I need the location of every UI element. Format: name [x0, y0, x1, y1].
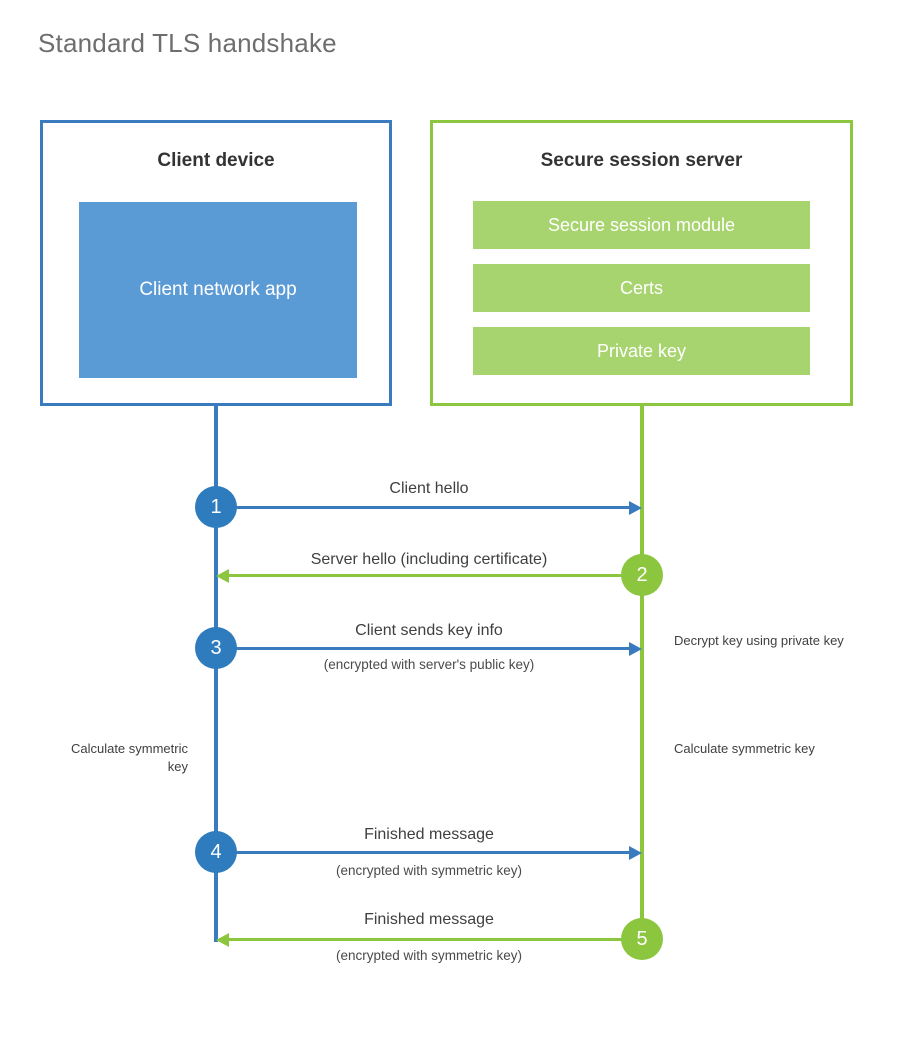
client-device-box: Client device Client network app	[40, 120, 392, 406]
server-component-label: Secure session module	[547, 214, 736, 235]
server-component-label: Certs	[619, 277, 663, 298]
step-4-sublabel: (encrypted with symmetric key)	[335, 863, 523, 878]
step-3-number: 3	[210, 636, 222, 659]
arrow-head-left-icon	[216, 932, 229, 947]
arrow-head-left-icon	[216, 568, 229, 583]
client-device-title: Client device	[157, 150, 275, 171]
step-3-sublabel: (encrypted with server's public key)	[323, 657, 535, 672]
step-5-sublabel: (encrypted with symmetric key)	[335, 948, 523, 963]
server-decrypt-annotation: Decrypt key using private key	[674, 633, 844, 648]
step-1-circle[interactable]: 1	[195, 486, 237, 528]
step-1-label: Client hello	[389, 480, 469, 497]
step-3-arrow	[218, 641, 642, 656]
step-2-arrow	[216, 568, 642, 583]
step-4-arrow	[218, 845, 642, 860]
arrow-head-right-icon	[629, 845, 642, 860]
step-3-label: Client sends key info	[355, 622, 503, 639]
server-component-certs: Certs	[473, 264, 810, 312]
step-1-number: 1	[210, 495, 222, 518]
server-lifeline	[640, 406, 644, 941]
page-title: Standard TLS handshake	[38, 28, 337, 58]
arrow-head-right-icon	[629, 500, 642, 515]
server-components-list: Secure session module Certs Private key	[473, 201, 810, 375]
step-5-circle[interactable]: 5	[621, 918, 663, 960]
step-3-circle[interactable]: 3	[195, 627, 237, 669]
client-network-app-block: Client network app	[79, 202, 357, 378]
step-1-arrow	[218, 500, 642, 515]
step-2-label: Server hello (including certificate)	[310, 551, 548, 568]
client-calculate-symmetric-key-annotation: Calculate symmetric key	[70, 741, 188, 774]
server-component-private-key: Private key	[473, 327, 810, 375]
server-component-secure-session-module: Secure session module	[473, 201, 810, 249]
arrow-head-right-icon	[629, 641, 642, 656]
server-component-label: Private key	[596, 340, 687, 361]
step-4-circle[interactable]: 4	[195, 831, 237, 873]
step-5-number: 5	[636, 927, 648, 950]
step-4-number: 4	[210, 840, 222, 863]
client-lifeline	[214, 406, 218, 942]
secure-session-server-title: Secure session server	[540, 150, 743, 171]
step-2-circle[interactable]: 2	[621, 554, 663, 596]
client-network-app-label: Client network app	[139, 279, 297, 301]
step-5-label: Finished message	[364, 911, 494, 928]
step-4-label: Finished message	[364, 826, 494, 843]
step-5-arrow	[216, 932, 642, 947]
step-2-number: 2	[636, 563, 648, 586]
secure-session-server-box: Secure session server Secure session mod…	[430, 120, 853, 406]
server-calculate-symmetric-key-annotation: Calculate symmetric key	[674, 741, 815, 756]
